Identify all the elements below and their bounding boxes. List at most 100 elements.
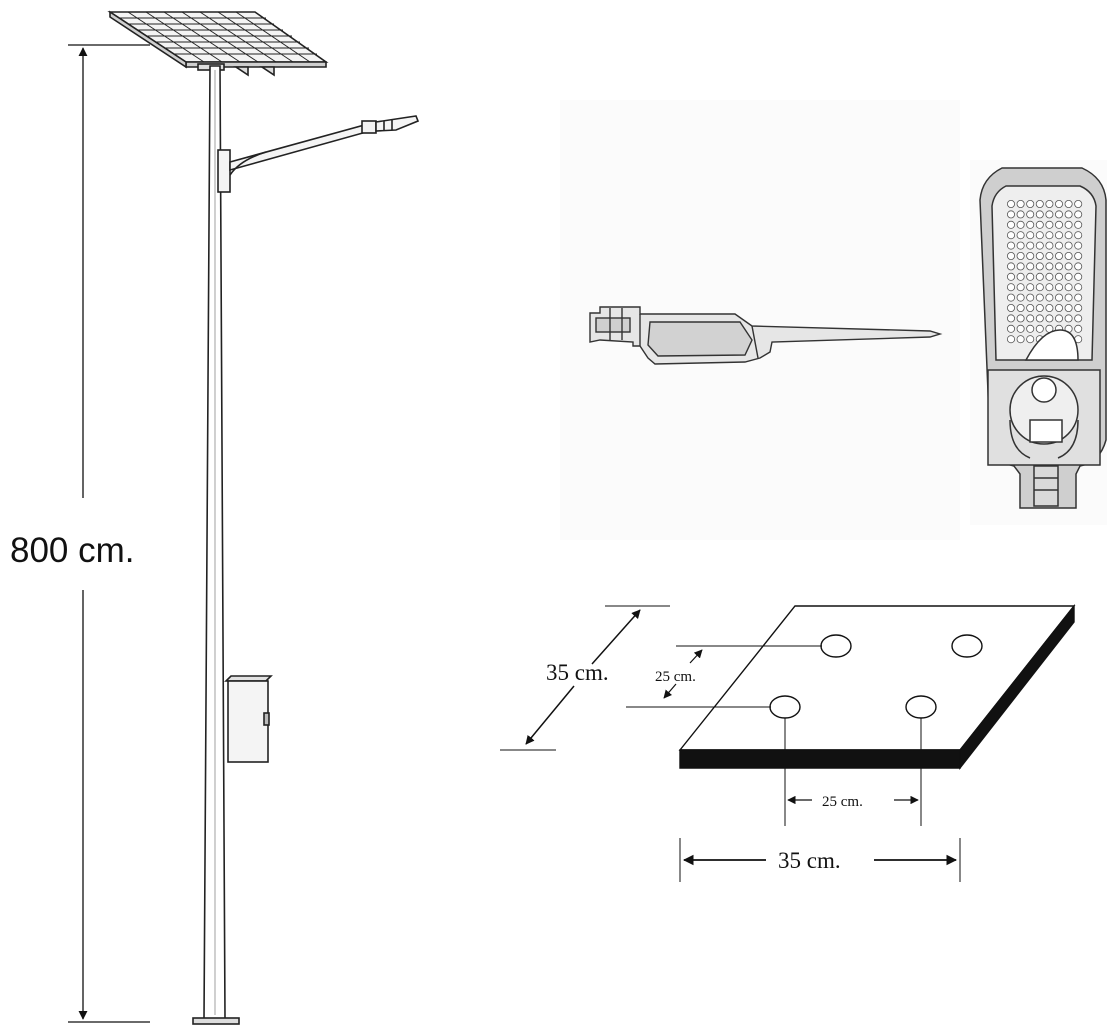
control-box [224, 675, 273, 763]
led [1064, 220, 1073, 229]
led [1007, 335, 1016, 344]
led [1045, 272, 1054, 281]
bolt-hole [905, 695, 937, 719]
led [1074, 231, 1083, 240]
pole-height-label: 800 cm. [10, 531, 135, 570]
led [1007, 293, 1016, 302]
led [1035, 210, 1044, 219]
led [1064, 314, 1073, 323]
luminaire-bottom-view [970, 160, 1107, 525]
pole-elevation: 800 cm. [10, 10, 420, 1025]
led [1064, 199, 1073, 208]
led [1064, 293, 1073, 302]
led [1007, 251, 1016, 260]
led [1055, 262, 1064, 271]
led [1045, 251, 1054, 260]
led [1055, 220, 1064, 229]
led [1064, 283, 1073, 292]
led [1016, 272, 1025, 281]
bolt-hole [820, 634, 852, 658]
led [1026, 220, 1035, 229]
pole-shaft [192, 65, 240, 1025]
led [1016, 314, 1025, 323]
solar-panel [107, 10, 329, 77]
led [1035, 272, 1044, 281]
led [1007, 272, 1016, 281]
led [1055, 241, 1064, 250]
lamp-arm [217, 115, 420, 193]
led [1055, 210, 1064, 219]
led [1007, 210, 1016, 219]
bolt-hole [769, 695, 801, 719]
led [1074, 324, 1083, 333]
led [1045, 262, 1054, 271]
plate-top [678, 605, 1076, 751]
led [1035, 251, 1044, 260]
led [1026, 314, 1035, 323]
led [1045, 199, 1054, 208]
led [1045, 241, 1054, 250]
led [1045, 283, 1054, 292]
led [1016, 199, 1025, 208]
led [1055, 293, 1064, 302]
led [1055, 199, 1064, 208]
bolt-hole [951, 634, 983, 658]
led [1016, 293, 1025, 302]
led [1074, 220, 1083, 229]
led [1035, 231, 1044, 240]
led [1026, 210, 1035, 219]
led [1074, 314, 1083, 323]
led [1055, 283, 1064, 292]
led [1026, 283, 1035, 292]
led [1016, 324, 1025, 333]
led [1055, 303, 1064, 312]
led [1007, 241, 1016, 250]
led [1026, 303, 1035, 312]
led [1026, 324, 1035, 333]
led [1035, 324, 1044, 333]
led [1026, 293, 1035, 302]
led [1074, 210, 1083, 219]
inner-width-label: 25 cm. [822, 794, 863, 810]
led [1016, 303, 1025, 312]
led [1035, 314, 1044, 323]
luminaire-side-view [560, 100, 960, 540]
led [1045, 220, 1054, 229]
led [1026, 199, 1035, 208]
led [1035, 303, 1044, 312]
led [1007, 314, 1016, 323]
led [1074, 303, 1083, 312]
led [1026, 251, 1035, 260]
led [1064, 241, 1073, 250]
base-plate [500, 603, 1076, 882]
led [1045, 231, 1054, 240]
led [1026, 262, 1035, 271]
led [1007, 262, 1016, 271]
led [1007, 324, 1016, 333]
led [1074, 293, 1083, 302]
mounting-clamp [1033, 465, 1059, 507]
led [1055, 314, 1064, 323]
led [1016, 220, 1025, 229]
led [1074, 199, 1083, 208]
led [1064, 262, 1073, 271]
led [1045, 314, 1054, 323]
led [1064, 272, 1073, 281]
led [1045, 210, 1054, 219]
led [1045, 293, 1054, 302]
height-dimension [68, 44, 150, 1023]
outer-width-label: 35 cm. [778, 848, 841, 873]
led [1007, 220, 1016, 229]
led [1064, 303, 1073, 312]
led [1026, 241, 1035, 250]
led [1064, 251, 1073, 260]
led [1064, 231, 1073, 240]
led [1035, 283, 1044, 292]
led [1074, 283, 1083, 292]
led [1035, 293, 1044, 302]
outer-depth-label: 35 cm. [546, 660, 609, 685]
led [1016, 262, 1025, 271]
led [1026, 272, 1035, 281]
led [1055, 231, 1064, 240]
